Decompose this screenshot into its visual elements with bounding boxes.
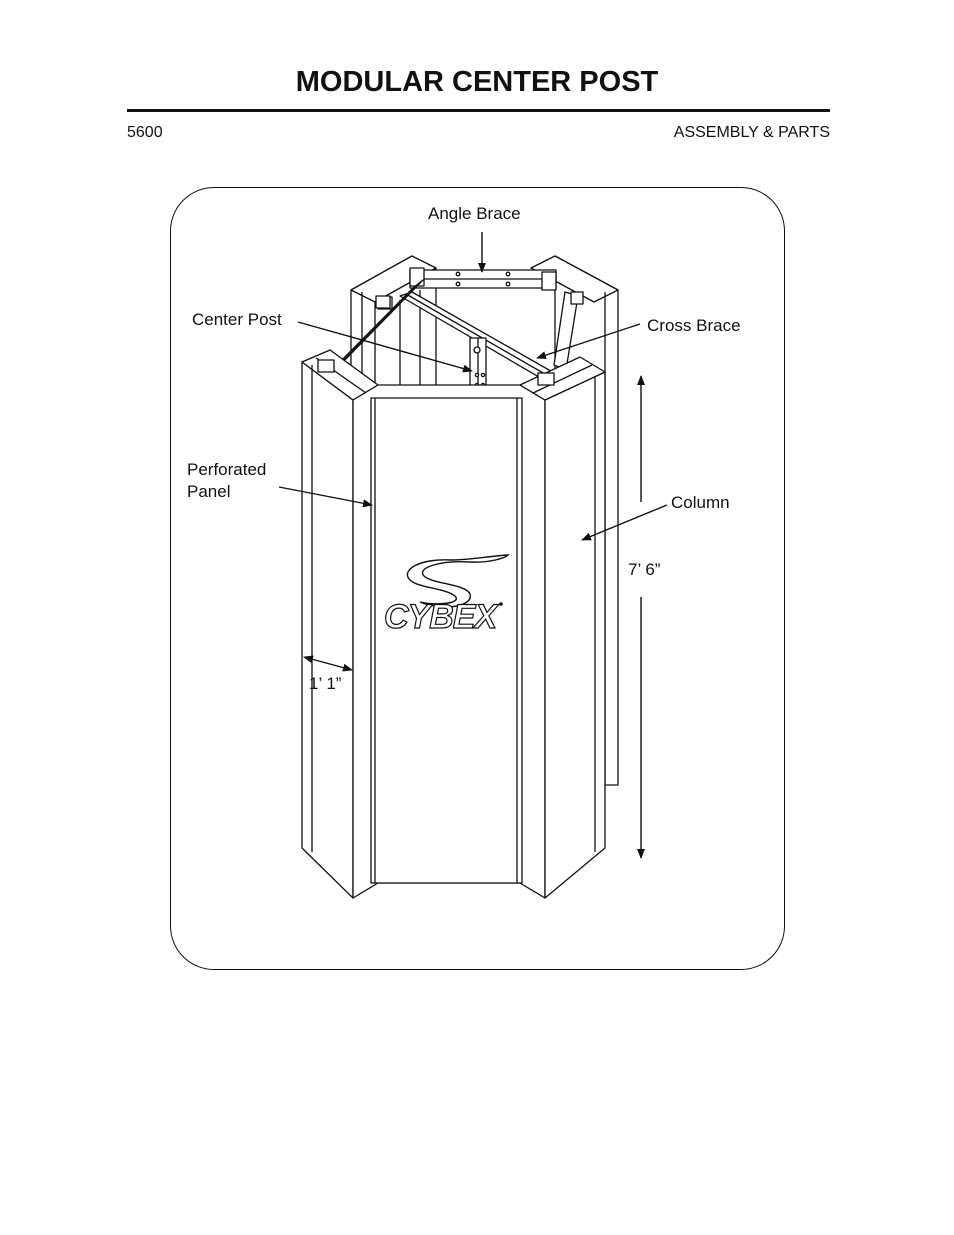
angle-brace-shape [409, 267, 557, 291]
front-right-column [519, 356, 606, 899]
registered-mark [499, 602, 503, 606]
model-number: 5600 [127, 124, 163, 141]
perforated-panel-label-line2: Panel [187, 482, 231, 501]
angle-brace-label: Angle Brace [428, 204, 521, 223]
corner-brackets [317, 295, 555, 386]
column-leader [581, 504, 668, 541]
width-dimension-label: 1’ 1” [309, 674, 342, 693]
center-post-leader [297, 321, 473, 373]
cross-brace-leader [536, 323, 641, 359]
section-name: ASSEMBLY & PARTS [673, 124, 830, 141]
height-dimension-label: 7’ 6” [628, 560, 661, 579]
diagram-frame [170, 187, 785, 970]
center-post-label: Center Post [192, 310, 282, 329]
perforated-panel-leader [278, 486, 373, 508]
cybex-logo-text: CYBEX [384, 598, 499, 636]
cybex-logo-swoosh [406, 554, 510, 608]
page-title: MODULAR CENTER POST [295, 66, 659, 98]
title-rule [127, 109, 830, 112]
perforated-panel-label-line1: Perforated [187, 460, 267, 479]
column-label: Column [671, 493, 730, 512]
perforated-panel-shape [352, 384, 546, 899]
width-dimension-arrow [303, 655, 353, 672]
cross-brace-label: Cross Brace [647, 316, 741, 335]
